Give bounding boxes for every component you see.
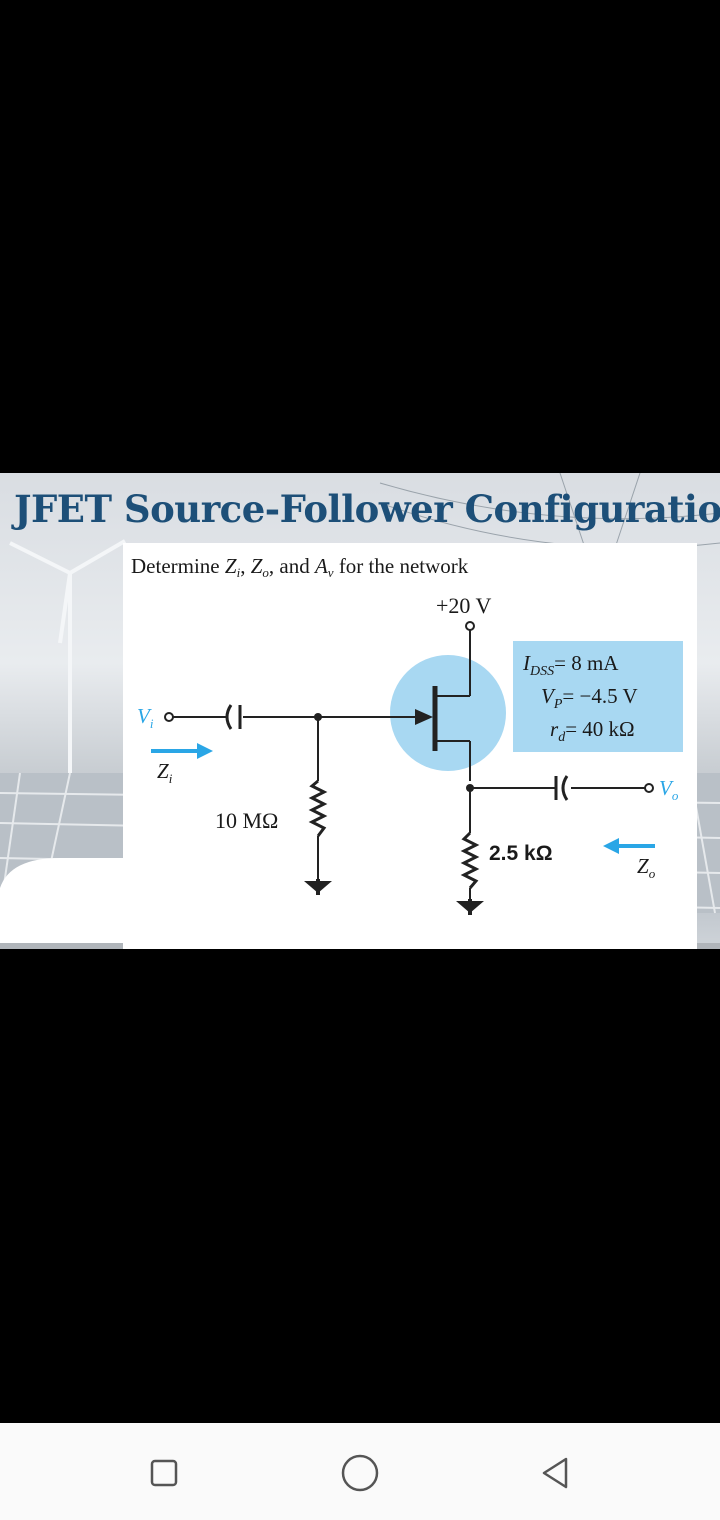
triangle-back-icon <box>542 1457 568 1489</box>
rg-resistor <box>308 779 328 837</box>
circle-home-icon <box>341 1454 379 1492</box>
problem-statement: Determine Zi, Zo, and Av for the network <box>131 554 469 580</box>
vi-label: Vi <box>137 704 154 731</box>
rd-parameter: rd= 40 kΩ <box>550 717 635 745</box>
idss-parameter: IDSS= 8 mA <box>522 651 619 679</box>
square-recents-icon <box>150 1459 178 1487</box>
slide-title: JFET Source-Follower Configuration <box>14 487 720 531</box>
circuit-diagram: Determine Zi, Zo, and Av for the network… <box>131 554 683 915</box>
jfet-highlight <box>390 655 506 771</box>
letterbox-bottom <box>0 949 720 1423</box>
rs-label: 2.5 kΩ <box>489 842 553 865</box>
rs-resistor <box>460 831 480 889</box>
output-terminal <box>644 783 654 793</box>
slide-image: JFET Source-Follower Configuration Deter… <box>0 473 720 949</box>
input-terminal <box>164 712 174 722</box>
supply-terminal <box>465 621 475 631</box>
supply-voltage-label: +20 V <box>436 593 492 618</box>
system-navigation-bar <box>0 1423 720 1520</box>
rg-label: 10 MΩ <box>215 808 278 833</box>
jfet-symbol <box>405 686 438 751</box>
circuit-figure: Determine Zi, Zo, and Av for the network… <box>123 543 697 949</box>
wires <box>173 630 645 903</box>
source-junction-dot <box>466 784 474 792</box>
ground-symbol-rs <box>456 899 484 915</box>
gate-junction-dot <box>314 713 322 721</box>
wind-turbine-decoration <box>9 539 127 793</box>
home-button[interactable] <box>340 1453 380 1493</box>
zo-arrow <box>603 838 655 854</box>
vo-label: Vo <box>659 776 679 803</box>
input-capacitor <box>225 704 242 730</box>
zi-arrow <box>151 743 213 759</box>
parameter-box <box>513 641 683 752</box>
white-shape-decoration <box>0 858 123 949</box>
output-capacitor <box>554 775 569 801</box>
zo-label: Zo <box>637 854 656 881</box>
recents-button[interactable] <box>144 1453 184 1493</box>
back-button[interactable] <box>535 1453 575 1493</box>
vp-parameter: VP= −4.5 V <box>541 684 638 712</box>
letterbox-top <box>0 0 720 473</box>
zi-label: Zi <box>157 759 173 786</box>
ground-symbol-rg <box>304 879 332 895</box>
